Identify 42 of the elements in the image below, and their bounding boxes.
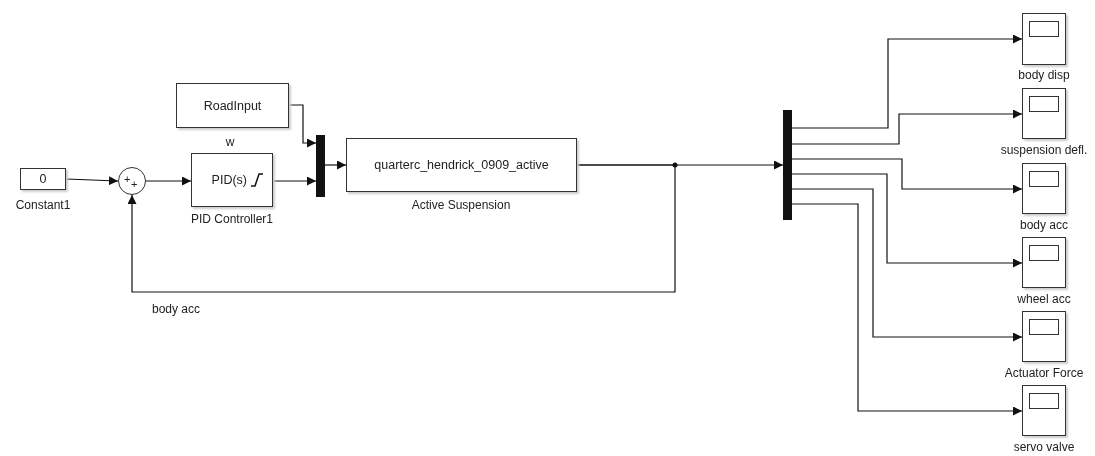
signal-label: w xyxy=(225,135,235,149)
sum-circle xyxy=(118,167,146,195)
signal-source-block xyxy=(176,83,289,128)
block-label: wheel acc xyxy=(1017,292,1071,306)
scope-block xyxy=(1022,385,1066,436)
mux-bar xyxy=(316,135,325,197)
block-text: PID(s) xyxy=(211,173,247,187)
signal-line xyxy=(288,104,317,148)
signal-line xyxy=(324,160,347,170)
signal-line xyxy=(791,203,1023,416)
block-text: RoadInput xyxy=(203,98,262,113)
block-label: body acc xyxy=(1020,218,1068,232)
block-text: quarterc_hendrick_0909_active xyxy=(374,158,549,172)
mux-bar xyxy=(783,110,792,220)
block-text: 0 xyxy=(39,172,47,186)
subsystem-block xyxy=(346,138,577,192)
signal-line xyxy=(127,164,676,293)
signal-line xyxy=(791,109,1023,145)
scope-block xyxy=(1022,88,1066,139)
scope-block xyxy=(1022,237,1066,288)
block-label: PID Controller1 xyxy=(191,212,273,226)
plus-sign: + xyxy=(124,174,131,185)
scope-block xyxy=(1022,13,1066,65)
plus-sign: + xyxy=(131,179,138,190)
pid-block xyxy=(191,153,273,207)
block-label: body disp xyxy=(1018,68,1070,82)
signal-line xyxy=(65,176,119,186)
signal-line xyxy=(791,34,1023,129)
constant-block xyxy=(20,168,66,190)
edge-label: body acc xyxy=(152,302,201,316)
signal-line xyxy=(145,176,192,186)
block-label: servo valve xyxy=(1013,440,1075,454)
signal-line xyxy=(791,173,1023,268)
block-label: Active Suspension xyxy=(411,198,511,212)
signal-line xyxy=(791,158,1023,194)
block-label: Constant1 xyxy=(15,198,71,212)
scope-block xyxy=(1022,163,1066,214)
block-label: Actuator Force xyxy=(1004,366,1084,380)
signal-line xyxy=(272,176,317,186)
signal-line xyxy=(791,188,1023,342)
scope-block xyxy=(1022,311,1066,362)
block-label: suspension defl. xyxy=(1000,143,1088,157)
